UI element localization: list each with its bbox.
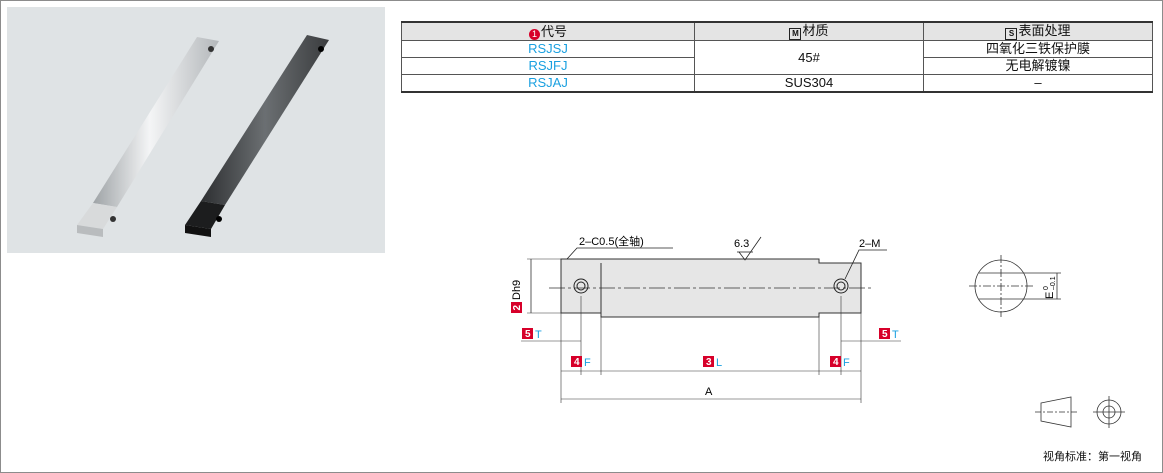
- mark-1-icon: 1: [528, 28, 540, 40]
- treatment-cell: 无电解镀镍: [923, 57, 1153, 75]
- black-shaft: [185, 35, 329, 237]
- treatment-cell: –: [923, 74, 1153, 93]
- svg-text:2: 2: [512, 305, 523, 311]
- svg-text:5: 5: [525, 329, 531, 340]
- svg-text:4: 4: [574, 357, 580, 368]
- table-row: RSJAJ SUS304 –: [401, 74, 1153, 93]
- l-label: L: [716, 357, 722, 369]
- roughness-label: 6.3: [734, 238, 749, 250]
- shaft-photo-illustration: [77, 35, 329, 237]
- dia-label: Dh9: [511, 280, 523, 300]
- t-label-left: T: [535, 329, 542, 341]
- mark-m-icon: M: [789, 28, 802, 40]
- e-label: E: [1044, 292, 1056, 299]
- f-mark-right-icon: [830, 356, 841, 367]
- e-tol-lower: –0.1: [1050, 276, 1057, 290]
- end-view: [969, 255, 1061, 317]
- chamfer-label: 2–C0.5(全轴): [579, 234, 644, 248]
- mark-s-icon: S: [1005, 28, 1018, 40]
- projection-symbol-icon: [1035, 396, 1125, 428]
- t-label-right: T: [892, 329, 899, 341]
- svg-text:4: 4: [833, 357, 839, 368]
- table-row: RSJFJ 无电解镀镍: [401, 57, 1153, 75]
- code-cell[interactable]: RSJSJ: [401, 40, 695, 58]
- l-mark-icon: [703, 356, 714, 367]
- svg-text:3: 3: [706, 357, 712, 368]
- e-tol-upper: 0: [1043, 286, 1050, 290]
- left-hole-icon: [573, 278, 589, 294]
- f-label-right: F: [843, 357, 850, 369]
- table-row: RSJSJ 45# 四氧化三铁保护膜: [401, 40, 1153, 75]
- material-cell: 45#: [694, 40, 924, 75]
- code-cell[interactable]: RSJAJ: [401, 74, 695, 93]
- dia-mark-icon: [511, 302, 522, 313]
- right-hole-icon: [833, 278, 849, 294]
- a-label: A: [705, 386, 713, 398]
- f-label-left: F: [584, 357, 591, 369]
- view-standard-caption: 视角标准：第一视角: [1043, 451, 1142, 463]
- roughness-icon: [738, 236, 762, 261]
- f-mark-left-icon: [571, 356, 582, 367]
- silver-shaft: [77, 37, 219, 237]
- t-mark-left-icon: [522, 328, 533, 339]
- product-photo: [7, 7, 385, 253]
- t-mark-right-icon: [879, 328, 890, 339]
- svg-text:5: 5: [882, 329, 888, 340]
- material-cell: SUS304: [694, 74, 924, 93]
- hole-label: 2–M: [859, 238, 880, 250]
- code-cell[interactable]: RSJFJ: [401, 57, 695, 75]
